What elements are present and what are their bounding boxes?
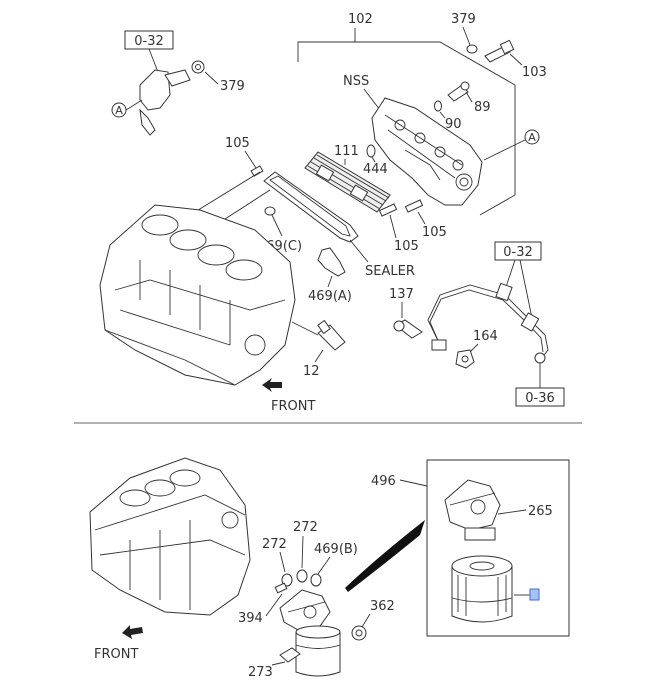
nut-362 (351, 625, 367, 641)
dowel-105-mid (378, 203, 398, 217)
front-arrow-icon (262, 378, 282, 392)
washer-90 (434, 100, 442, 112)
o-ring-469a (317, 247, 346, 277)
label-272-right: 272 (293, 520, 318, 535)
label-379-left: 379 (220, 79, 245, 94)
gasket (263, 171, 359, 243)
dowel-394 (274, 582, 288, 594)
label-273: 273 (248, 665, 273, 680)
dowel-105-right (404, 199, 424, 213)
label-469a: 469(A) (308, 289, 352, 304)
label-89: 89 (474, 100, 491, 115)
label-164: 164 (473, 329, 498, 344)
label-nss: NSS (343, 74, 369, 89)
oil-cooler-housing (371, 97, 483, 206)
label-379-right: 379 (451, 12, 476, 27)
nut-379-left (191, 60, 205, 74)
bracket-part (139, 69, 191, 136)
ref-box-0-36[interactable]: 0-36 (515, 387, 565, 407)
label-469b: 469(B) (314, 542, 358, 557)
ref-label: 0-32 (503, 245, 533, 260)
filter-head-small (279, 589, 331, 631)
filter-cartridge-detail (451, 555, 513, 623)
plug-89 (447, 81, 470, 102)
label-496: 496 (371, 474, 396, 489)
bolt-137 (393, 319, 423, 339)
label-105-mid: 105 (394, 239, 419, 254)
label-105-top: 105 (225, 136, 250, 151)
label-105-right: 105 (422, 225, 447, 240)
cooler-element-111 (304, 151, 391, 213)
label-103: 103 (522, 65, 547, 80)
label-sealer: SEALER (365, 264, 415, 279)
circle-a-marker-2: A (524, 129, 540, 145)
sensor-12 (317, 319, 346, 351)
label-265: 265 (528, 504, 553, 519)
o-ring-444 (366, 144, 376, 158)
circle-a-label: A (115, 104, 123, 117)
label-111: 111 (334, 144, 359, 159)
label-12: 12 (303, 364, 320, 379)
ref-box-0-32-top[interactable]: 0-32 (124, 30, 174, 50)
circle-a-label: A (528, 131, 536, 144)
label-272-left: 272 (262, 537, 287, 552)
o-rings-272 (281, 569, 322, 587)
label-394: 394 (238, 611, 263, 626)
label-102: 102 (348, 12, 373, 27)
oil-pipe (427, 282, 549, 364)
ref-box-0-32-right[interactable]: 0-32 (494, 241, 542, 261)
ref-label: 0-32 (134, 34, 164, 49)
filter-small (295, 625, 341, 677)
label-90: 90 (445, 117, 462, 132)
highlight-marker[interactable] (529, 588, 540, 601)
front-arrow-icon (122, 625, 143, 639)
o-ring-469c (264, 206, 276, 216)
washer-379 (466, 44, 478, 54)
front-label-bottom: FRONT (94, 647, 138, 662)
filter-head-detail (444, 479, 501, 541)
bolt-103 (484, 39, 515, 63)
circle-a-marker-1: A (111, 102, 127, 118)
detail-callout-arrow (345, 520, 425, 592)
label-137: 137 (389, 287, 414, 302)
bolt-273 (279, 647, 301, 663)
gasket-164 (455, 349, 475, 369)
label-444: 444 (363, 162, 388, 177)
front-label-top: FRONT (271, 399, 315, 414)
dowel-105-top (250, 165, 264, 177)
label-362: 362 (370, 599, 395, 614)
engine-block-bottom (89, 457, 251, 616)
engine-block-top (99, 204, 296, 386)
ref-label: 0-36 (525, 391, 555, 406)
